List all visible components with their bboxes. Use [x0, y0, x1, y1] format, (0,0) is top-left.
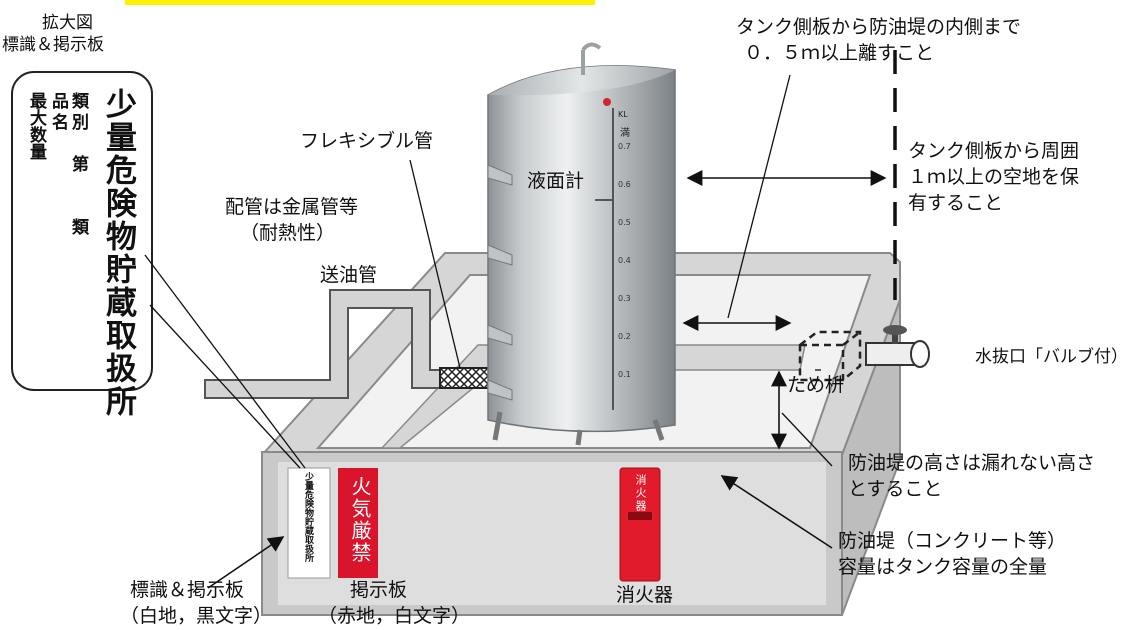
- leader-flexible-pipe: [409, 159, 461, 369]
- sump-box: [798, 330, 862, 382]
- label-dike-height-1: 防油堤の高さは漏れない高さ: [848, 452, 1096, 474]
- zoom-subtitle: 標識＆掲示板: [2, 35, 104, 55]
- red-notice-text: 火気厳禁: [348, 476, 372, 564]
- extinguisher-box: [619, 467, 661, 582]
- label-notice-1: 掲示板: [350, 579, 408, 601]
- arrow-dike: [720, 475, 833, 549]
- extinguisher-box-text: 消火器: [634, 474, 647, 513]
- leader-zoom-sign: [144, 254, 306, 469]
- oil-supply-pipe: [204, 289, 449, 399]
- gauge-mark: 0.7: [618, 142, 631, 151]
- storage-tank: [487, 42, 676, 446]
- highlight-strip: [125, 0, 595, 5]
- label-sign-board-2: （白地，黒文字）: [120, 605, 273, 627]
- zoom-sign-row1: 類別 第 類: [68, 92, 88, 239]
- label-sump: ため枡: [787, 374, 845, 396]
- notice-board-red: [338, 468, 378, 578]
- label-space-2: １ｍ以上の空地を保: [908, 166, 1080, 188]
- label-clearance-1: タンク側板から防油堤の内側まで: [736, 16, 1022, 38]
- drain-valve: [865, 325, 930, 368]
- zoom-sign-title: 少量危険物貯蔵取扱所: [100, 88, 136, 418]
- zoom-sign-row3: 最大数量: [26, 92, 46, 160]
- label-space-1: タンク側板から周囲: [908, 140, 1080, 162]
- label-extinguisher: 消火器: [616, 584, 674, 606]
- arrow-sign-board: [207, 536, 285, 589]
- gauge-mark: 0.6: [618, 180, 631, 189]
- label-notice-2: （赤地，白文字）: [318, 605, 471, 627]
- label-space-3: 有すること: [908, 192, 1004, 214]
- zoom-sign-frame: [11, 71, 153, 391]
- label-piping-1: 配管は金属管等: [225, 196, 359, 218]
- label-piping-2: （耐熱性）: [240, 222, 336, 244]
- gauge-top-label: 満: [620, 128, 630, 139]
- gauge-mark: 0.3: [618, 294, 631, 303]
- label-dike-1: 防油堤（コンクリート等）: [838, 530, 1067, 552]
- gauge-unit: KL: [618, 110, 628, 119]
- leader-clearance: [727, 74, 791, 319]
- label-clearance-2: ０．５ｍ以上離すこと: [744, 42, 935, 64]
- zoom-title: 拡大図: [42, 13, 93, 33]
- zoom-sign-row2: 品名: [48, 92, 68, 134]
- label-dike-height-2: とすること: [848, 478, 943, 500]
- label-sign-board-1: 標識＆掲示板: [130, 579, 245, 601]
- label-drain: 水抜口「バルブ付）: [975, 347, 1128, 367]
- label-level-gauge: 液面計: [527, 170, 585, 192]
- gauge-mark: 0.1: [618, 370, 631, 379]
- gauge-mark: 0.2: [618, 332, 631, 341]
- label-flexible-pipe: フレキシブル管: [300, 130, 434, 152]
- flexible-pipe-shape: [439, 367, 491, 389]
- label-dike-2: 容量はタンク容量の全量: [838, 556, 1048, 578]
- gauge-mark: 0.4: [618, 256, 631, 265]
- label-oil-pipe: 送油管: [320, 264, 378, 286]
- leader-zoom-sign-2: [149, 304, 301, 469]
- leader-dike-height: [781, 412, 833, 467]
- sign-board-text: 少量危険物貯蔵取扱所: [303, 472, 313, 562]
- sign-board-white: [287, 467, 331, 579]
- gauge-mark: 0.5: [618, 218, 631, 227]
